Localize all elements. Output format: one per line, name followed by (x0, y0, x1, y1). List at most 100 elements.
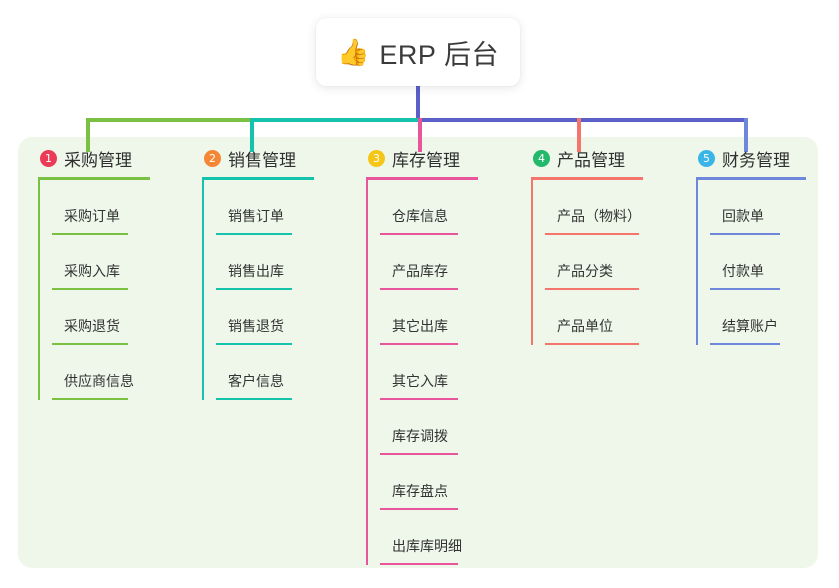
menu-item-rule (380, 343, 458, 345)
menu-item-label: 销售订单 (228, 208, 284, 224)
menu-item-label: 回款单 (722, 208, 764, 224)
menu-item-label: 产品单位 (557, 318, 613, 334)
column-header-rule-1 (38, 177, 150, 180)
column-title-3: 库存管理 (392, 150, 460, 170)
menu-item-label: 销售退货 (228, 318, 284, 334)
menu-item[interactable]: 付款单 (710, 235, 806, 290)
column-body-5: 回款单付款单结算账户 (696, 180, 806, 345)
menu-item[interactable]: 出库库明细 (380, 510, 478, 565)
menu-item[interactable]: 产品（物料） (545, 180, 643, 235)
menu-item-rule (545, 233, 639, 235)
menu-item-rule (710, 233, 780, 235)
column-header-rule-3 (366, 177, 478, 180)
menu-item[interactable]: 库存调拨 (380, 400, 478, 455)
segment-green (86, 118, 252, 122)
menu-item[interactable]: 其它入库 (380, 345, 478, 400)
sitemap-panel (18, 137, 818, 568)
menu-item-label: 供应商信息 (64, 373, 134, 389)
menu-item[interactable]: 客户信息 (216, 345, 314, 400)
column-title-5: 财务管理 (722, 150, 790, 170)
column-title-1: 采购管理 (64, 150, 132, 170)
menu-item[interactable]: 库存盘点 (380, 455, 478, 510)
menu-item-label: 结算账户 (722, 318, 778, 334)
menu-item[interactable]: 仓库信息 (380, 180, 478, 235)
thumbs-up-icon: 👍 (337, 37, 370, 67)
menu-item-label: 出库库明细 (392, 538, 462, 554)
column-header-rule-2 (202, 177, 314, 180)
menu-item-rule (52, 288, 128, 290)
menu-item-rule (216, 288, 292, 290)
menu-item-rule (52, 343, 128, 345)
root-connector-stem (416, 85, 420, 120)
menu-item-label: 库存调拨 (392, 428, 448, 444)
menu-item-label: 库存盘点 (392, 483, 448, 499)
column-stem-5 (744, 118, 748, 152)
column-header-3[interactable]: 3 库存管理 (366, 145, 478, 171)
menu-item-rule (52, 233, 128, 235)
menu-item[interactable]: 销售退货 (216, 290, 314, 345)
column-header-1[interactable]: 1 采购管理 (38, 145, 150, 171)
column-badge-2: 2 (204, 149, 221, 167)
menu-item-label: 采购订单 (64, 208, 120, 224)
menu-item[interactable]: 产品分类 (545, 235, 643, 290)
menu-item[interactable]: 其它出库 (380, 290, 478, 345)
menu-item[interactable]: 供应商信息 (52, 345, 150, 400)
column-5: 5 财务管理回款单付款单结算账户 (696, 145, 806, 345)
menu-item-rule (216, 343, 292, 345)
menu-item-rule (710, 343, 780, 345)
column-4: 4 产品管理产品（物料） 产品分类产品单位 (531, 145, 643, 345)
column-badge-4: 4 (533, 149, 550, 167)
menu-item[interactable]: 销售订单 (216, 180, 314, 235)
menu-item-rule (380, 563, 458, 565)
segment-teal (250, 118, 420, 122)
menu-item[interactable]: 销售出库 (216, 235, 314, 290)
menu-item[interactable]: 回款单 (710, 180, 806, 235)
column-body-2: 销售订单销售出库销售退货客户信息 (202, 180, 314, 400)
column-stem-4 (577, 118, 581, 152)
menu-item-label: 产品（物料） (557, 208, 641, 224)
menu-item[interactable]: 采购订单 (52, 180, 150, 235)
column-header-rule-5 (696, 177, 806, 180)
root-title-card[interactable]: 👍 ERP 后台 (316, 18, 520, 86)
menu-item-rule (52, 398, 128, 400)
menu-item-rule (545, 343, 639, 345)
menu-item-rule (216, 233, 292, 235)
menu-item-label: 产品分类 (557, 263, 613, 279)
column-stem-2 (250, 118, 254, 152)
column-body-3: 仓库信息产品库存其它出库其它入库库存调拨库存盘点出库库明细 (366, 180, 478, 565)
column-header-5[interactable]: 5 财务管理 (696, 145, 806, 171)
menu-item-rule (710, 288, 780, 290)
menu-item-label: 采购退货 (64, 318, 120, 334)
menu-item-label: 仓库信息 (392, 208, 448, 224)
column-1: 1 采购管理采购订单采购入库采购退货供应商信息 (38, 145, 150, 400)
column-3: 3 库存管理仓库信息产品库存其它出库其它入库库存调拨库存盘点出库库明细 (366, 145, 478, 565)
column-stem-3 (418, 118, 422, 152)
column-body-4: 产品（物料） 产品分类产品单位 (531, 180, 643, 345)
menu-item[interactable]: 产品单位 (545, 290, 643, 345)
menu-item-label: 销售出库 (228, 263, 284, 279)
column-header-2[interactable]: 2 销售管理 (202, 145, 314, 171)
column-header-rule-4 (531, 177, 643, 180)
column-header-4[interactable]: 4 产品管理 (531, 145, 643, 171)
column-badge-5: 5 (698, 149, 715, 167)
menu-item-rule (380, 398, 458, 400)
menu-item-label: 其它入库 (392, 373, 448, 389)
menu-item[interactable]: 采购退货 (52, 290, 150, 345)
menu-item[interactable]: 产品库存 (380, 235, 478, 290)
menu-item-rule (380, 233, 458, 235)
menu-item[interactable]: 采购入库 (52, 235, 150, 290)
column-title-4: 产品管理 (557, 150, 625, 170)
column-badge-3: 3 (368, 149, 385, 167)
menu-item[interactable]: 结算账户 (710, 290, 806, 345)
column-2: 2 销售管理销售订单销售出库销售退货客户信息 (202, 145, 314, 400)
column-title-2: 销售管理 (228, 150, 296, 170)
menu-item-label: 产品库存 (392, 263, 448, 279)
segment-blue (418, 118, 746, 122)
menu-item-label: 采购入库 (64, 263, 120, 279)
menu-item-rule (216, 398, 292, 400)
column-badge-1: 1 (40, 149, 57, 167)
column-stem-1 (86, 118, 90, 152)
menu-item-rule (380, 453, 458, 455)
menu-item-rule (380, 508, 458, 510)
